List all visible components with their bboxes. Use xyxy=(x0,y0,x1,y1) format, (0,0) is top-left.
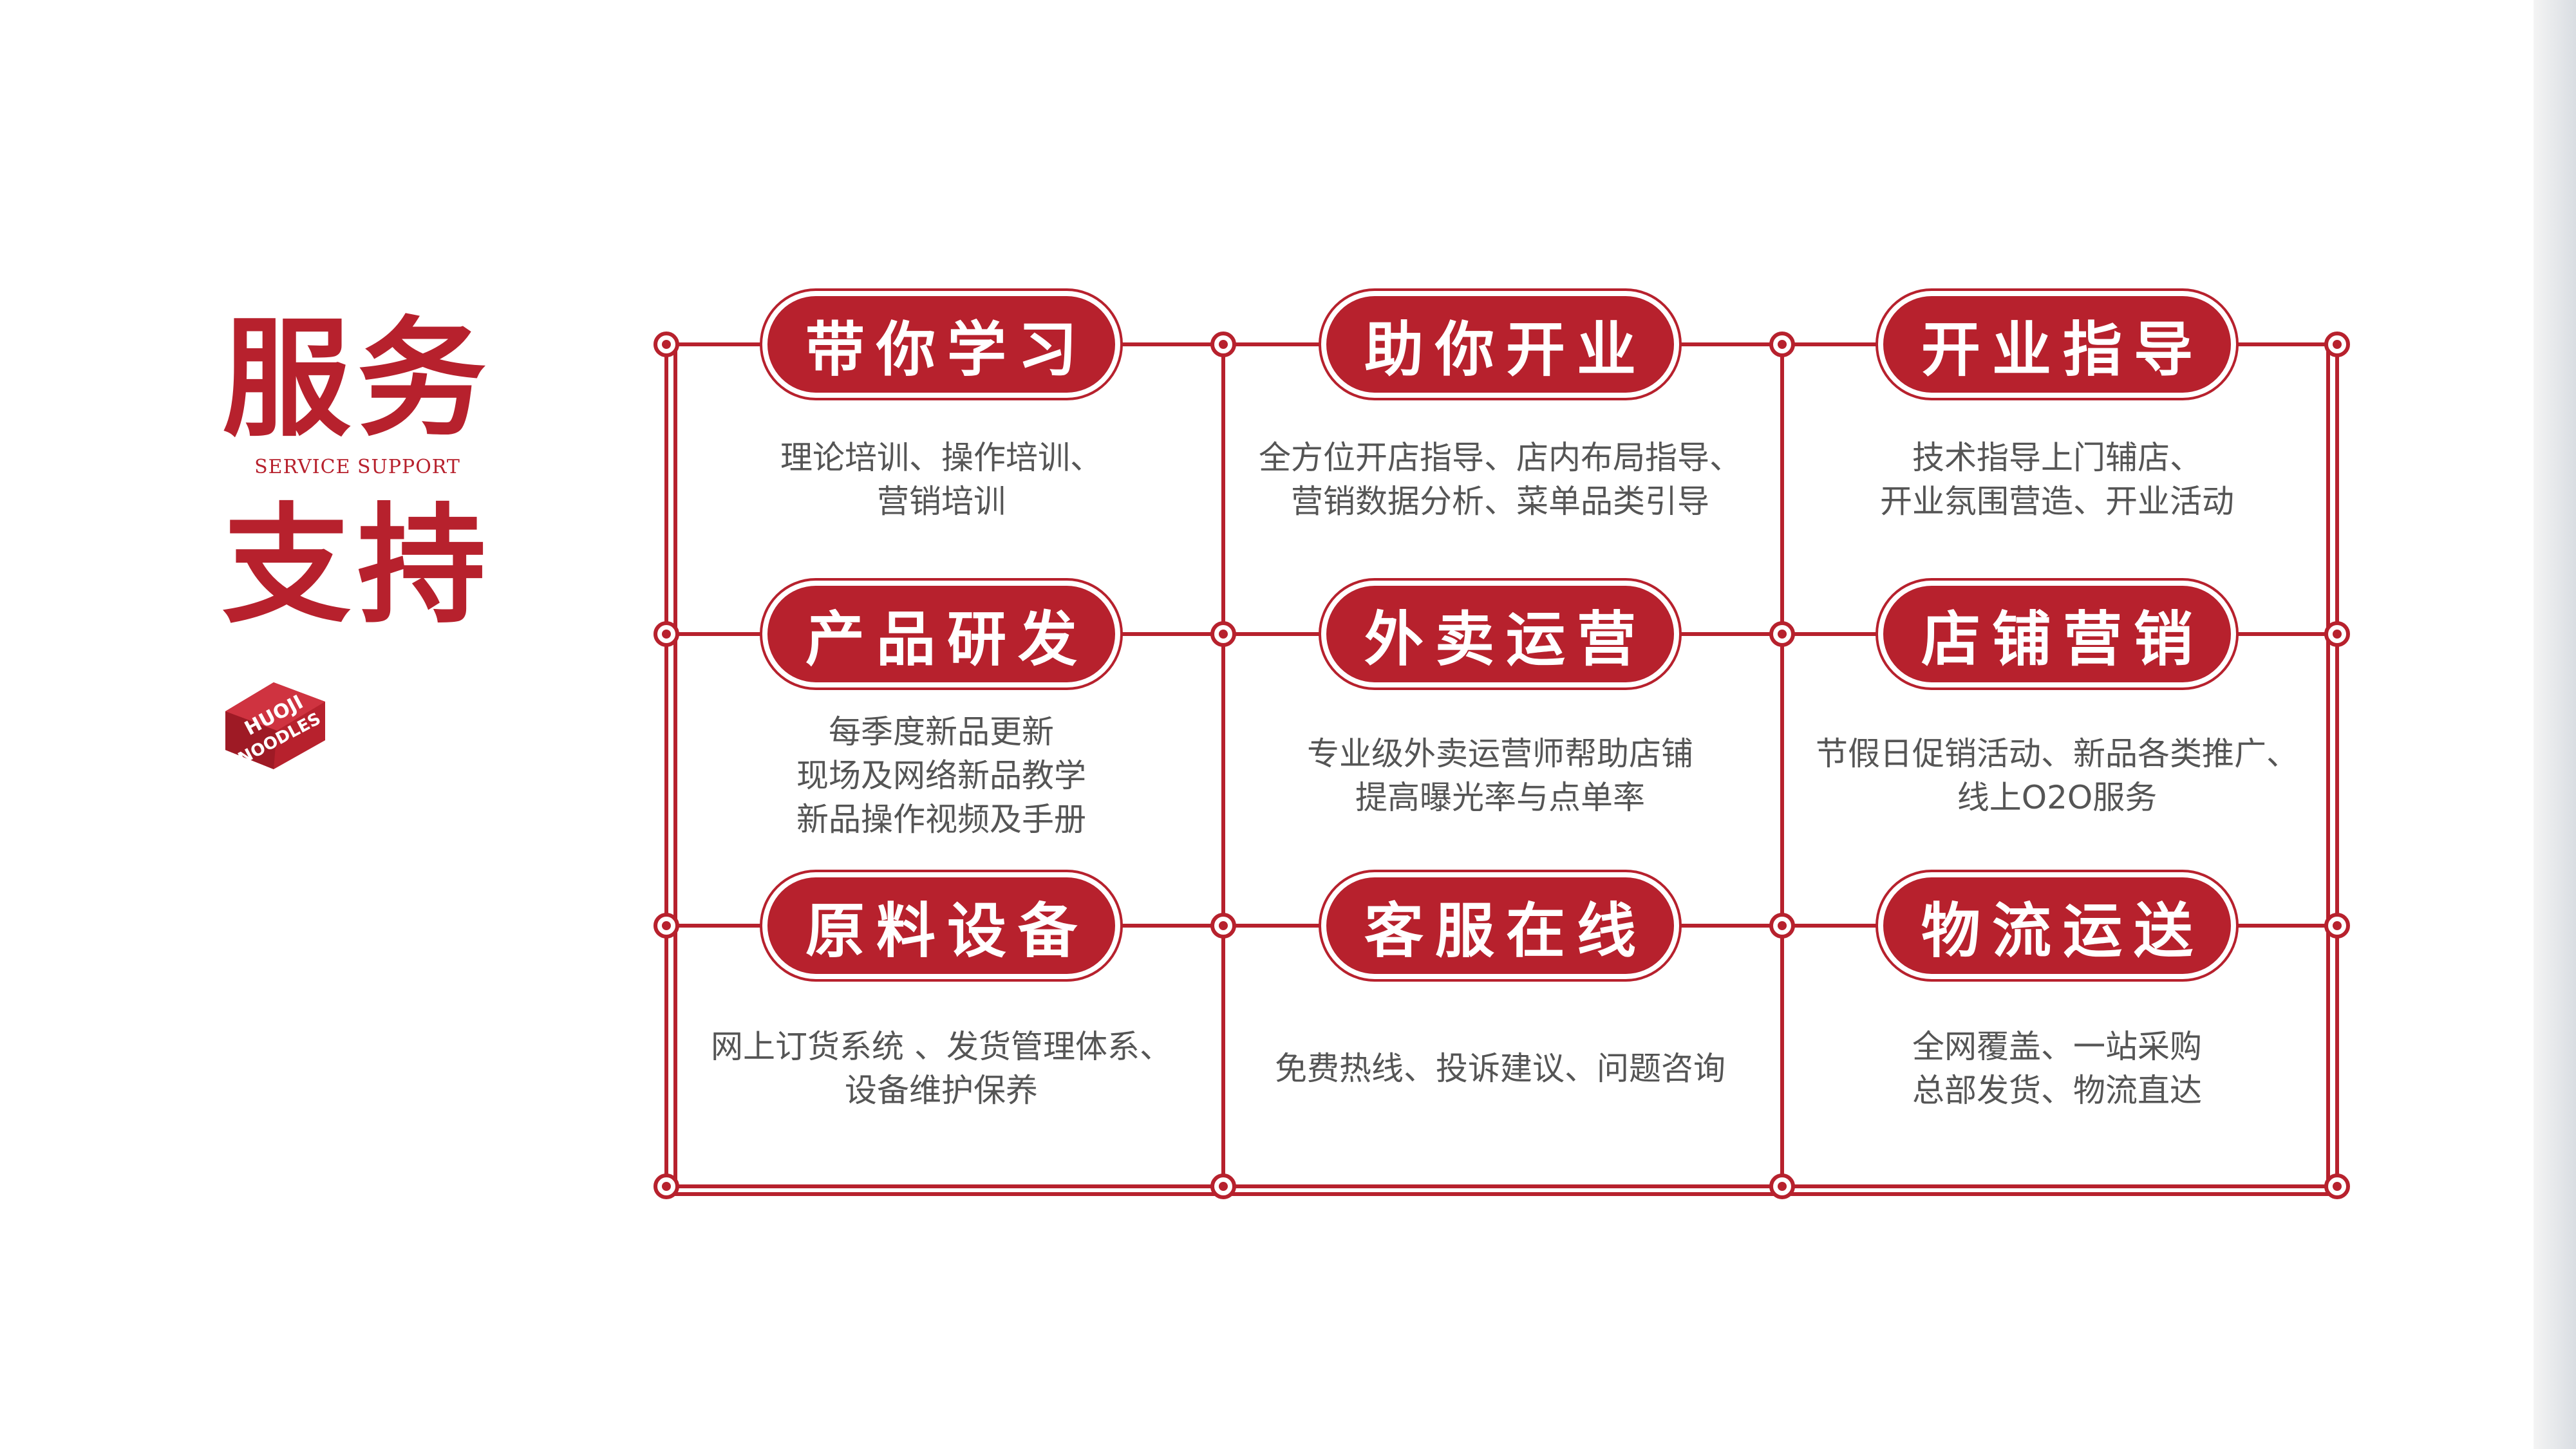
service-description: 全网覆盖、一站采购总部发货、物流直达 xyxy=(1780,1025,2334,1112)
grid-node-dot xyxy=(1219,340,1228,349)
service-description-line: 营销数据分析、菜单品类引导 xyxy=(1291,483,1709,520)
service-description-line: 开业氛围营造、开业活动 xyxy=(1880,483,2234,520)
service-description: 技术指导上门辅店、开业氛围营造、开业活动 xyxy=(1780,436,2334,523)
service-description: 免费热线、投诉建议、问题咨询 xyxy=(1223,1047,1777,1090)
grid-node-dot xyxy=(662,1182,671,1191)
service-description: 网上订货系统 、发货管理体系、设备维护保养 xyxy=(664,1025,1218,1112)
service-description-line: 理论培训、操作培训、 xyxy=(780,439,1102,476)
grid-node-dot xyxy=(1778,1182,1787,1191)
service-badge: 带你学习 xyxy=(767,296,1115,393)
grid-node-dot xyxy=(1219,630,1228,639)
service-description: 专业级外卖运营师帮助店铺提高曝光率与点单率 xyxy=(1223,732,1777,819)
page-title-line1: 服务 xyxy=(221,304,493,454)
page-edge-shadow xyxy=(2534,0,2576,1449)
service-badge: 原料设备 xyxy=(767,877,1115,974)
grid-node-dot xyxy=(1778,340,1787,349)
service-description-line: 营销培训 xyxy=(877,483,1006,520)
service-description-line: 网上订货系统 、发货管理体系、 xyxy=(711,1028,1172,1065)
service-description: 理论培训、操作培训、营销培训 xyxy=(664,436,1218,523)
grid-node-dot xyxy=(1778,630,1787,639)
service-badge: 开业指导 xyxy=(1883,296,2231,393)
service-description-line: 提高曝光率与点单率 xyxy=(1355,779,1645,816)
grid-node-dot xyxy=(1219,921,1228,930)
service-description-line: 专业级外卖运营师帮助店铺 xyxy=(1307,735,1693,772)
page-title-line2: 支持 xyxy=(221,491,493,641)
service-description-line: 免费热线、投诉建议、问题咨询 xyxy=(1275,1050,1725,1087)
service-description-line: 技术指导上门辅店、 xyxy=(1912,439,2202,476)
service-badge: 客服在线 xyxy=(1326,877,1674,974)
service-description-line: 现场及网络新品教学 xyxy=(796,757,1086,794)
grid-node-dot xyxy=(662,630,671,639)
service-badge: 产品研发 xyxy=(767,586,1115,682)
grid-node-dot xyxy=(662,921,671,930)
grid-node-dot xyxy=(1778,921,1787,930)
grid-node-dot xyxy=(1219,1182,1228,1191)
grid-node-dot xyxy=(2333,921,2342,930)
huoji-noodles-logo: HUOJI NOODLES xyxy=(225,682,325,769)
grid-node-dot xyxy=(662,340,671,349)
service-description: 每季度新品更新现场及网络新品教学新品操作视频及手册 xyxy=(664,710,1218,841)
service-description-line: 每季度新品更新 xyxy=(829,713,1054,751)
service-description-line: 设备维护保养 xyxy=(845,1072,1038,1109)
service-description-line: 全网覆盖、一站采购 xyxy=(1912,1028,2202,1065)
service-badge: 外卖运营 xyxy=(1326,586,1674,682)
service-description: 节假日促销活动、新品各类推广、线上O2O服务 xyxy=(1780,732,2334,819)
service-description-line: 节假日促销活动、新品各类推广、 xyxy=(1816,735,2299,772)
service-description-line: 线上O2O服务 xyxy=(1957,779,2158,816)
grid-node-dot xyxy=(2333,340,2342,349)
service-description-line: 新品操作视频及手册 xyxy=(796,801,1086,838)
grid-node-dot xyxy=(2333,630,2342,639)
service-description-line: 全方位开店指导、店内布局指导、 xyxy=(1259,439,1742,476)
service-badge: 店铺营销 xyxy=(1883,586,2231,682)
service-badge: 助你开业 xyxy=(1326,296,1674,393)
service-description-line: 总部发货、物流直达 xyxy=(1912,1072,2202,1109)
grid-node-dot xyxy=(2333,1182,2342,1191)
service-description: 全方位开店指导、店内布局指导、营销数据分析、菜单品类引导 xyxy=(1223,436,1777,523)
service-badge: 物流运送 xyxy=(1883,877,2231,974)
page-subtitle: SERVICE SUPPORT xyxy=(254,456,460,478)
